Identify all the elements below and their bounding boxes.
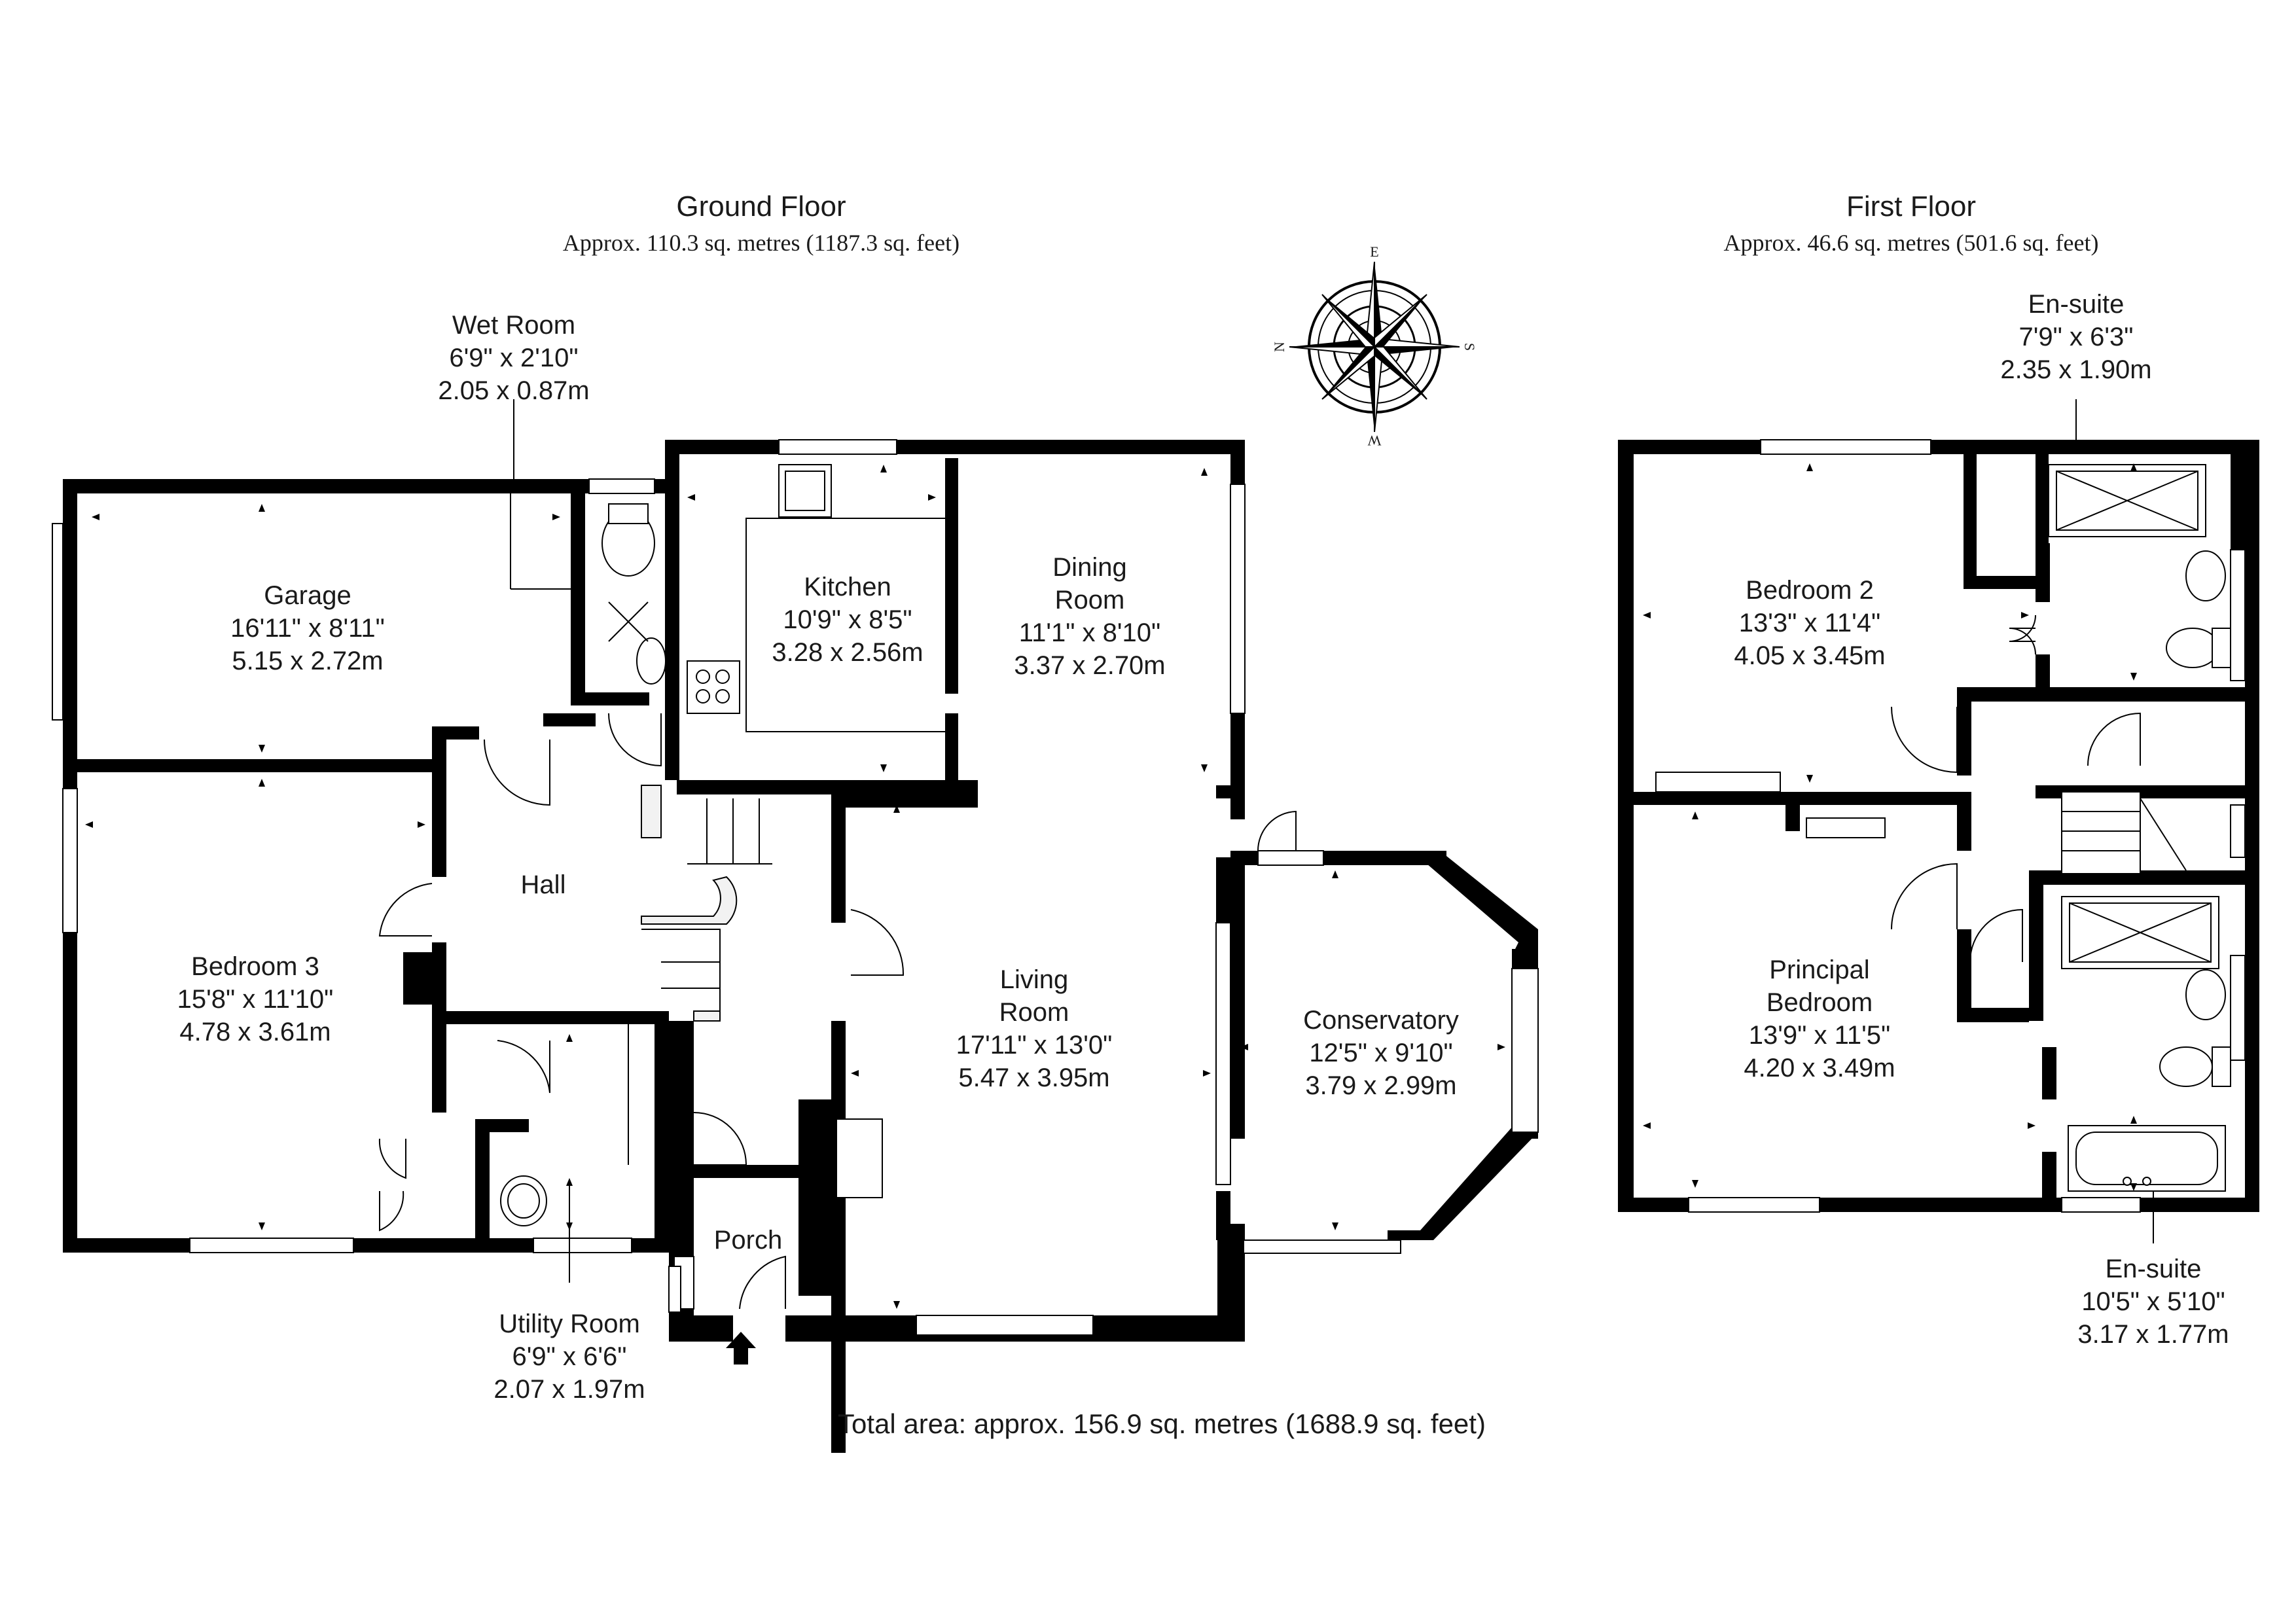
- bedroom-2-metric: 4.05 x 3.45m: [1734, 641, 1885, 670]
- room-label-porch: Porch: [714, 1226, 783, 1255]
- compass-label-w: W: [1367, 433, 1381, 449]
- room-label-bedroom-2: Bedroom 2 13'3" x 11'4" 4.05 x 3.45m: [1734, 576, 1885, 670]
- first-floor-windows: [1688, 439, 2246, 1213]
- principal-bedroom-imperial: 13'9" x 11'5": [1749, 1021, 1890, 1050]
- first-floor-area: Approx. 46.6 sq. metres (501.6 sq. feet): [1724, 230, 2099, 256]
- ensuite-bottom-metric: 3.17 x 1.77m: [2077, 1320, 2229, 1349]
- kitchen-imperial: 10'9" x 8'5": [783, 605, 912, 634]
- room-label-living-room: Living Room 17'11" x 13'0" 5.47 x 3.95m: [956, 965, 1113, 1092]
- ground-floor-area: Approx. 110.3 sq. metres (1187.3 sq. fee…: [563, 230, 960, 256]
- first-floor-walls: [1618, 440, 2259, 1212]
- room-label-kitchen: Kitchen 10'9" x 8'5" 3.28 x 2.56m: [772, 573, 923, 667]
- ground-floor-fixtures: [52, 464, 958, 1226]
- room-label-ensuite-bottom: En-suite 10'5" x 5'10" 3.17 x 1.77m: [2077, 1255, 2229, 1349]
- principal-bedroom-name-2: Bedroom: [1767, 988, 1873, 1017]
- bedroom-3-metric: 4.78 x 3.61m: [179, 1018, 331, 1046]
- wet-room-imperial: 6'9" x 2'10": [449, 344, 578, 372]
- wet-room-name: Wet Room: [452, 311, 575, 340]
- total-area: Total area: approx. 156.9 sq. metres (16…: [838, 1408, 1486, 1439]
- principal-bedroom-metric: 4.20 x 3.49m: [1744, 1054, 1895, 1082]
- room-label-ensuite-top: En-suite 7'9" x 6'3" 2.35 x 1.90m: [2000, 290, 2151, 384]
- room-label-conservatory: Conservatory 12'5" x 9'10" 3.79 x 2.99m: [1303, 1006, 1459, 1100]
- room-label-hall: Hall: [521, 870, 566, 899]
- living-room-name-1: Living: [1000, 965, 1069, 994]
- first-floor-doors: [1891, 615, 2141, 963]
- compass-rose-icon: E S W N: [1271, 243, 1478, 449]
- bedroom-3-imperial: 15'8" x 11'10": [177, 985, 334, 1014]
- utility-room-name: Utility Room: [499, 1310, 640, 1338]
- room-label-wet-room: Wet Room 6'9" x 2'10" 2.05 x 0.87m: [438, 311, 589, 405]
- ground-floor-windows: [52, 439, 1539, 1336]
- conservatory-metric: 3.79 x 2.99m: [1305, 1071, 1456, 1100]
- kitchen-metric: 3.28 x 2.56m: [772, 638, 923, 667]
- ground-floor-dimension-ticks: [85, 465, 1505, 1309]
- dining-room-name-2: Room: [1055, 586, 1125, 615]
- first-floor-dimension-ticks: [1643, 463, 2137, 1191]
- hall-name: Hall: [521, 870, 566, 899]
- first-floor-leader-lines: [2075, 399, 2154, 1243]
- ground-floor-leader-lines: [513, 399, 573, 1283]
- room-label-garage: Garage 16'11" x 8'11" 5.15 x 2.72m: [230, 581, 385, 675]
- room-label-bedroom-3: Bedroom 3 15'8" x 11'10" 4.78 x 3.61m: [177, 952, 334, 1046]
- utility-room-metric: 2.07 x 1.97m: [493, 1375, 645, 1404]
- principal-bedroom-name-1: Principal: [1769, 955, 1869, 984]
- compass-label-s: S: [1462, 343, 1478, 351]
- room-label-dining-room: Dining Room 11'1" x 8'10" 3.37 x 2.70m: [1014, 553, 1165, 680]
- first-floor-title: First Floor: [1846, 190, 1976, 223]
- bedroom-3-name: Bedroom 3: [191, 952, 319, 981]
- conservatory-imperial: 12'5" x 9'10": [1309, 1039, 1452, 1067]
- garage-imperial: 16'11" x 8'11": [230, 614, 385, 643]
- ensuite-bottom-imperial: 10'5" x 5'10": [2081, 1287, 2225, 1316]
- bedroom-2-imperial: 13'3" x 11'4": [1739, 609, 1880, 637]
- garage-name: Garage: [264, 581, 351, 610]
- bedroom-2-name: Bedroom 2: [1746, 576, 1874, 605]
- living-room-imperial: 17'11" x 13'0": [956, 1031, 1113, 1060]
- ensuite-top-name: En-suite: [2028, 290, 2125, 319]
- ground-floor-title: Ground Floor: [676, 190, 846, 223]
- room-label-utility-room: Utility Room 6'9" x 6'6" 2.07 x 1.97m: [493, 1310, 645, 1404]
- ensuite-top-imperial: 7'9" x 6'3": [2019, 323, 2134, 351]
- wet-room-metric: 2.05 x 0.87m: [438, 376, 589, 405]
- dining-room-imperial: 11'1" x 8'10": [1019, 618, 1160, 647]
- ensuite-bottom-name: En-suite: [2106, 1255, 2202, 1283]
- kitchen-name: Kitchen: [804, 573, 891, 601]
- first-floor-fixtures: [1655, 464, 2231, 1192]
- room-label-principal-bedroom: Principal Bedroom 13'9" x 11'5" 4.20 x 3…: [1744, 955, 1895, 1082]
- conservatory-name: Conservatory: [1303, 1006, 1459, 1035]
- dining-room-name-1: Dining: [1052, 553, 1126, 582]
- compass-label-e: E: [1370, 243, 1378, 260]
- utility-room-imperial: 6'9" x 6'6": [512, 1342, 627, 1371]
- ensuite-top-metric: 2.35 x 1.90m: [2000, 355, 2151, 384]
- garage-metric: 5.15 x 2.72m: [232, 647, 383, 675]
- compass-label-n: N: [1271, 342, 1287, 352]
- living-room-name-2: Room: [999, 998, 1069, 1027]
- ground-floor-doors: [378, 713, 1297, 1364]
- dining-room-metric: 3.37 x 2.70m: [1014, 651, 1165, 680]
- living-room-metric: 5.47 x 3.95m: [958, 1063, 1109, 1092]
- porch-name: Porch: [714, 1226, 783, 1255]
